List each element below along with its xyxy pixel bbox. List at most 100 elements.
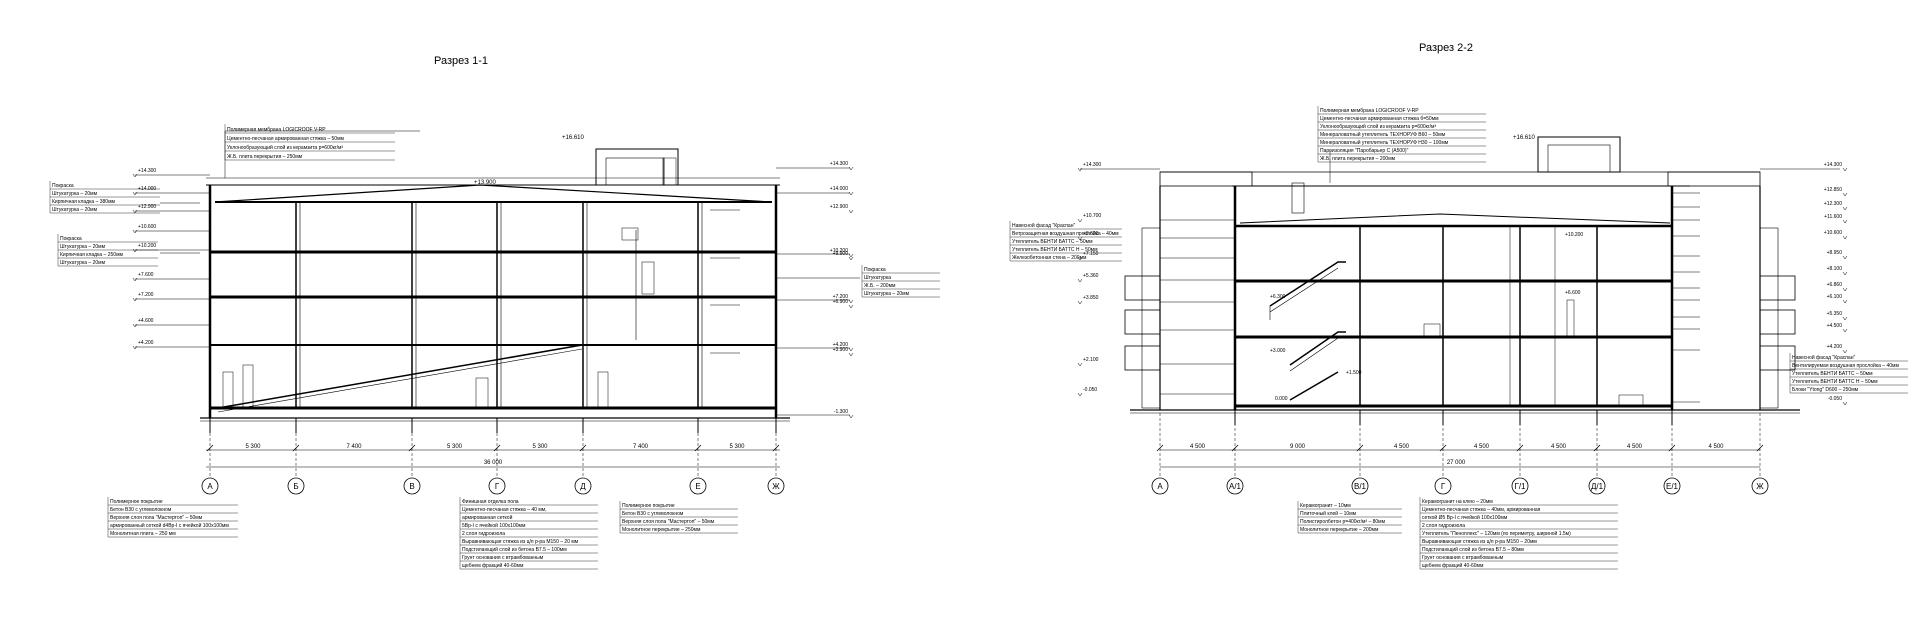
- facade-layer-line: Утеплитель ВЕНТИ БАТТС Н – 50мм: [1792, 379, 1878, 385]
- floor-layer-line: Грунт основания с втрамбованным: [462, 555, 544, 561]
- level-mark: +4.500: [1827, 323, 1843, 329]
- floor-layer-line: Подстилающий слой из бетона В7.5 – 80мм: [1422, 546, 1524, 553]
- level-triangle: [848, 253, 854, 258]
- level-mark: +4.200: [138, 340, 154, 346]
- dimension-tick: [292, 444, 300, 452]
- section-2-levels-right: +14.300+12.850+12.300+11.600+10.600+8.95…: [1824, 162, 1848, 406]
- level-triangle: [132, 191, 138, 196]
- span-dimension: 5 300: [447, 444, 463, 450]
- level-triangle: [132, 277, 138, 282]
- axis-marker: [287, 477, 305, 495]
- section-1-level-roof: +13.900: [474, 180, 497, 186]
- roof-layer-line: Минераловатный утеплитель ТЕХНОРУФ Н30 –…: [1320, 139, 1449, 146]
- roof-layer-line: Уклонообразующий слой из керамзита р=600…: [227, 144, 343, 151]
- section-2-facade-note-left: Навесной фасад "Краспан"Ветрозащитная во…: [1009, 221, 1122, 262]
- level-mark: +14.000: [830, 186, 848, 192]
- floor-layer-line: щебнем фракций 40-60мм: [1422, 562, 1484, 569]
- floor-layer-line: Монолитная плита – 250 мм: [110, 531, 176, 537]
- level-mark: +4.200: [1827, 344, 1843, 350]
- level-mark: +14.300: [138, 168, 156, 174]
- floor-layer-line: сеткой Ø5 Вр-I с ячейкой 100х100мм: [1422, 514, 1508, 521]
- axis-marker: [767, 477, 785, 495]
- level-triangle: [132, 323, 138, 328]
- level-mark: +12.300: [1824, 201, 1842, 207]
- level-mark: +8.600: [1083, 231, 1099, 237]
- roof-layer-line: Полимерная мембрана LOGICROOF V-RP: [1320, 108, 1419, 114]
- roof-layer-line: Пароизоляция "Паробарьер С (А500)": [1320, 148, 1409, 154]
- level-triangle: [848, 209, 854, 214]
- floor-layer-line: Верхняя слоя пола "Мастертоп" – 50мм: [622, 519, 715, 525]
- facade-layer-line: Блоки "Ytong" D600 – 250мм: [1792, 387, 1859, 393]
- facade-layer-line: Ветрозащитная воздушная прослойка – 40мм: [1012, 230, 1119, 237]
- level-triangle: [1842, 349, 1848, 354]
- dimension-tick: [772, 444, 780, 452]
- axis-label: Ж: [772, 482, 780, 491]
- axis-label: В/1: [1354, 482, 1367, 491]
- level-triangle: [848, 304, 854, 309]
- level-mark: +14.300: [1083, 162, 1101, 168]
- axis-marker: [574, 477, 592, 495]
- facade-layer-line: Навесной фасад "Краспан": [1012, 222, 1075, 229]
- level-triangle: [132, 229, 138, 234]
- level-mark: -0.050: [1083, 387, 1097, 393]
- level-triangle: [1842, 255, 1848, 260]
- level-mark: +6.600: [1565, 290, 1581, 296]
- axis-label: А/1: [1229, 482, 1242, 491]
- level-mark: +10.700: [1083, 213, 1101, 219]
- facade-layer-line: Утеплитель ВЕНТИ БАТТС – 50мм: [1792, 371, 1873, 377]
- level-triangle: [848, 256, 854, 261]
- axis-label: Д/1: [1591, 482, 1604, 491]
- dimension-tick: [1231, 444, 1239, 452]
- axis-label: Г: [495, 482, 500, 491]
- level-mark: +10.600: [138, 224, 156, 230]
- level-mark: +4.600: [138, 318, 154, 324]
- level-triangle: [1842, 235, 1848, 240]
- floor-layer-line: Керамогранит на клею – 20мм: [1422, 499, 1493, 505]
- level-mark: +5.360: [1083, 273, 1099, 279]
- level-triangle: [1077, 278, 1083, 283]
- section-2-level-top: +16.610: [1513, 135, 1536, 141]
- level-mark: +4.200: [833, 342, 849, 348]
- roof-layer-line: Ж.Б. плита перекрытия – 250мм: [227, 154, 303, 160]
- level-mark: +12.850: [1824, 187, 1842, 193]
- span-dimension: 4 500: [1394, 444, 1410, 450]
- wall-layer-line: Ж.Б. – 200мм: [864, 283, 896, 289]
- span-dimension: 5 300: [729, 444, 745, 450]
- roof-layer-line: Уклонообразующий слой из керамзита р=600…: [1320, 123, 1436, 130]
- level-triangle: [848, 352, 854, 357]
- section-1-total-dimension: 36 000: [484, 460, 503, 466]
- level-mark: +12.900: [138, 204, 156, 210]
- wall-layer-line: Штукатурка – 20мм: [60, 260, 106, 266]
- level-triangle: [1077, 300, 1083, 305]
- roof-layer-line: Полимерная мембрана LOGICROOF V-RP: [227, 127, 326, 133]
- level-mark: +10.200: [138, 243, 156, 249]
- axis-marker: [1434, 477, 1452, 495]
- dimension-tick: [493, 444, 501, 452]
- floor-layer-line: армированная сеткой: [462, 514, 513, 521]
- facade-layer-line: Вентилируемая воздушная прослойка – 40мм: [1792, 362, 1899, 369]
- wall-layer-line: Штукатурка – 20мм: [52, 207, 98, 213]
- section-2-title: Разрез 2-2: [1419, 42, 1473, 54]
- span-dimension: 7 400: [633, 444, 649, 450]
- axis-marker: [1351, 477, 1369, 495]
- floor-layer-line: Выравнивающая стяжка из ц/п р-ра М150 – …: [462, 539, 579, 545]
- section-1-title: Разрез 1-1: [434, 55, 488, 67]
- level-triangle: [1842, 271, 1848, 276]
- floor-layer-line: Бетон В30 с углеволокном: [110, 507, 172, 513]
- section-2-floor-note-g: Керамогранит на клею – 20ммЦементно-песч…: [1419, 497, 1618, 570]
- level-mark: +3.000: [1270, 348, 1286, 354]
- level-triangle: [1842, 206, 1848, 211]
- floor-layer-line: Верхняя слоя пола "Мастертоп" – 50мм: [110, 515, 203, 521]
- level-triangle: [1842, 167, 1848, 172]
- floor-layer-line: Бетон В30 с углеволокном: [622, 511, 684, 517]
- level-triangle: [132, 209, 138, 214]
- floor-layer-line: 2 слоя гидроизола: [462, 531, 505, 537]
- axis-marker: [1511, 477, 1529, 495]
- section-2-levels-left: +14.300+10.700+8.600+7.150+5.360+3.850+2…: [1077, 162, 1101, 397]
- span-dimension: 5 300: [532, 444, 548, 450]
- level-triangle: [1077, 218, 1083, 223]
